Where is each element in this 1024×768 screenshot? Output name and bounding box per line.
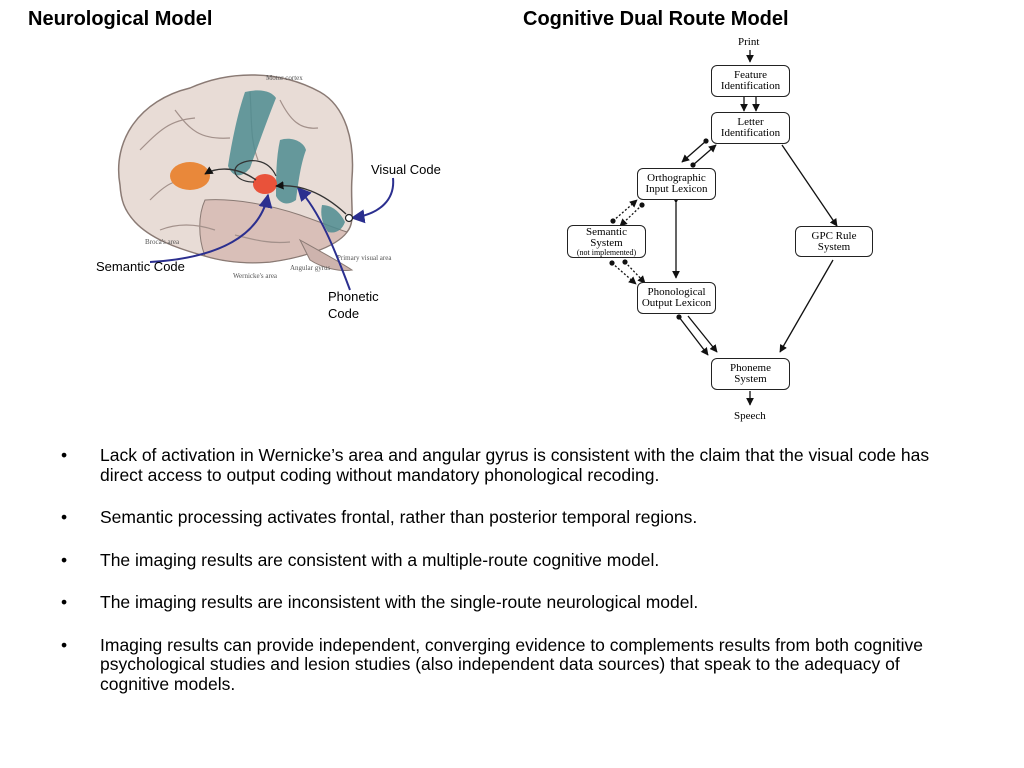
- motor-cortex-label: Motor cortex: [266, 74, 303, 82]
- phonological-output-lexicon-line-1: Phonological: [647, 286, 706, 298]
- letter-identification-line-1: Letter: [737, 116, 764, 128]
- gpc-rule-system-line-2: System: [817, 240, 851, 253]
- bullet-item: The imaging results are consistent with …: [60, 550, 965, 571]
- phoneme-system-line-1: Phoneme: [730, 362, 771, 374]
- gpc-rule-system-line-1: GPC Rule: [811, 229, 857, 242]
- orthographic-input-lexicon-line-2: Input Lexicon: [645, 183, 708, 195]
- phoneme-system-line-2: System: [734, 373, 767, 385]
- phonetic-code-label: Phonetic Code: [328, 289, 379, 321]
- speech-output-label: Speech: [734, 410, 766, 422]
- semantic-system-note: (not implemented): [576, 247, 637, 257]
- feature-identification-line-2: Identification: [720, 80, 781, 92]
- feature-identification-line-1: Feature: [734, 69, 767, 81]
- phonological-output-lexicon-line-2: Output Lexicon: [641, 297, 712, 309]
- semantic-code-label: Semantic Code: [96, 259, 185, 274]
- visual-entry-point: [344, 213, 354, 223]
- dual-route-connectors: [609, 50, 838, 406]
- phoneme-system-node: Phoneme System: [711, 358, 790, 390]
- visual-code-label: Visual Code: [371, 162, 441, 177]
- neurological-model-heading: Neurological Model: [28, 8, 213, 30]
- print-input-label: Print: [738, 36, 760, 48]
- feature-identification-node: Feature Identification: [711, 65, 790, 97]
- brocas-area-label: Broca's area: [145, 238, 180, 246]
- phonological-output-lexicon-node: Phonological Output Lexicon: [637, 282, 716, 314]
- semantic-code-arrow: [149, 193, 273, 263]
- visual-to-wernicke-path: [275, 181, 347, 215]
- gpc-rule-system-node: GPC Rule System: [795, 226, 873, 257]
- wernicke-to-broca-path: [204, 166, 257, 181]
- visual-code-arrow: [350, 177, 395, 224]
- phonetic-code-arrow: [297, 186, 351, 291]
- bullet-item: The imaging results are inconsistent wit…: [60, 592, 965, 613]
- bullet-item: Semantic processing activates frontal, r…: [60, 507, 965, 528]
- orthographic-input-lexicon-line-1: Orthographic: [647, 172, 706, 184]
- semantic-system-line-1: Semantic: [586, 225, 627, 238]
- primary-visual-area-label: Primary visual area: [337, 254, 392, 262]
- angular-gyrus-label: Angular gyrus: [290, 264, 331, 272]
- bullet-item: Lack of activation in Wernicke’s area an…: [60, 445, 965, 485]
- wernicke-loop-path: [234, 160, 277, 183]
- semantic-system-node: Semantic System (not implemented): [567, 225, 646, 258]
- letter-identification-line-2: Identification: [720, 127, 781, 139]
- orthographic-input-lexicon-node: Orthographic Input Lexicon: [637, 168, 716, 200]
- dual-route-model-heading: Cognitive Dual Route Model: [523, 8, 789, 30]
- findings-bullet-list: Lack of activation in Wernicke’s area an…: [60, 445, 965, 717]
- semantic-system-line-2: System: [590, 236, 623, 249]
- letter-identification-node: Letter Identification: [711, 112, 790, 144]
- bullet-item: Imaging results can provide independent,…: [60, 635, 965, 695]
- wernickes-area-label: Wernicke's area: [233, 272, 278, 280]
